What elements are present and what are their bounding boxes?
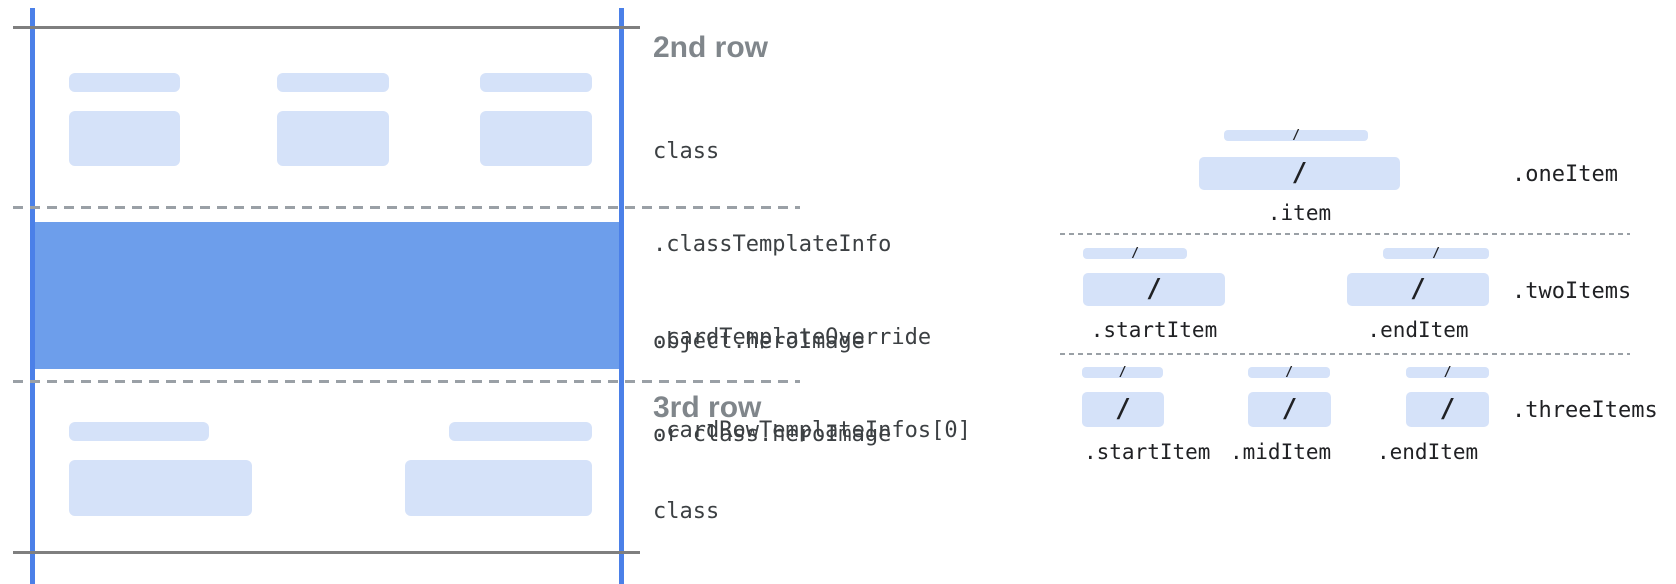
three-items-end-small-bar: / <box>1406 365 1489 380</box>
code-line: .cardTemplateOverride <box>653 325 932 350</box>
slash-glyph: / <box>1115 394 1131 424</box>
code-line: object.heroImage <box>653 329 865 354</box>
three-items-mid-label: .midItem <box>1230 440 1332 464</box>
row3-heading: 3rd row <box>653 391 762 424</box>
row2-col1-label-placeholder <box>69 73 180 92</box>
slash-glyph: / <box>1439 394 1456 424</box>
row2-col2-value-placeholder <box>277 111 389 166</box>
two-items-start-big-bar: / <box>1083 273 1225 306</box>
three-items-start-big-bar: / <box>1082 392 1164 427</box>
three-items-end-label: .endItem <box>1377 440 1479 464</box>
row2-code-block: class .classTemplateInfo .cardTemplateOv… <box>653 74 971 508</box>
slash-glyph: / <box>1443 365 1452 380</box>
hero-image-band <box>35 222 619 369</box>
row3-right-label-placeholder <box>449 422 592 441</box>
three-items-mid-small-bar: / <box>1248 365 1330 380</box>
two-items-group-label: .twoItems <box>1512 279 1632 304</box>
two-items-end-small-bar: / <box>1383 246 1489 261</box>
three-items-group-label: .threeItems <box>1512 398 1658 423</box>
card-bottom-frame-line <box>13 551 640 554</box>
row2-hero-dashed-divider <box>13 206 800 209</box>
code-line: class <box>653 499 720 524</box>
row2-heading: 2nd row <box>653 31 769 64</box>
code-line: .classTemplateInfo <box>653 232 892 257</box>
slash-glyph: / <box>1292 128 1300 143</box>
slash-glyph: / <box>1281 394 1298 424</box>
card-left-guide-line <box>30 8 35 584</box>
card-top-frame-line <box>13 26 640 29</box>
row2-col2-label-placeholder <box>277 73 389 92</box>
hero-row3-dashed-divider <box>13 380 800 383</box>
one-two-dashed-divider <box>1060 233 1630 235</box>
code-line: class <box>653 139 720 164</box>
one-item-big-bar: / <box>1199 157 1400 190</box>
slash-glyph: / <box>1410 274 1426 304</box>
two-items-start-small-bar: / <box>1083 246 1187 261</box>
three-items-start-small-bar: / <box>1082 365 1163 380</box>
three-items-mid-big-bar: / <box>1248 392 1331 427</box>
row3-left-value-placeholder <box>69 460 252 516</box>
row2-col3-label-placeholder <box>480 73 592 92</box>
two-three-dashed-divider <box>1060 353 1630 355</box>
two-items-end-big-bar: / <box>1347 273 1489 306</box>
row3-code-block: class .classTemplateInfo .cardTemplateOv… <box>653 434 971 584</box>
slash-glyph: / <box>1291 158 1308 188</box>
three-items-start-label: .startItem <box>1084 440 1211 464</box>
row3-left-label-placeholder <box>69 422 209 441</box>
one-item-label: .item <box>1267 201 1332 225</box>
one-item-group-label: .oneItem <box>1512 162 1618 187</box>
one-item-small-bar: / <box>1224 128 1368 143</box>
slash-glyph: / <box>1285 365 1293 380</box>
two-items-start-label: .startItem <box>1090 318 1218 342</box>
code-line: or class.heroImage <box>653 422 892 447</box>
row2-col3-value-placeholder <box>480 111 592 166</box>
hero-code-block: object.heroImage or class.heroImage <box>653 264 891 512</box>
card-right-guide-line <box>619 8 624 584</box>
code-line: .cardRowTemplateInfos[0] <box>653 418 971 443</box>
slash-glyph: / <box>1146 274 1162 304</box>
three-items-end-big-bar: / <box>1406 392 1489 427</box>
slash-glyph: / <box>1118 365 1127 380</box>
row2-col1-value-placeholder <box>69 111 180 166</box>
slash-glyph: / <box>1432 246 1440 261</box>
two-items-end-label: .endItem <box>1367 318 1469 342</box>
slash-glyph: / <box>1131 246 1139 261</box>
row3-right-value-placeholder <box>405 460 592 516</box>
